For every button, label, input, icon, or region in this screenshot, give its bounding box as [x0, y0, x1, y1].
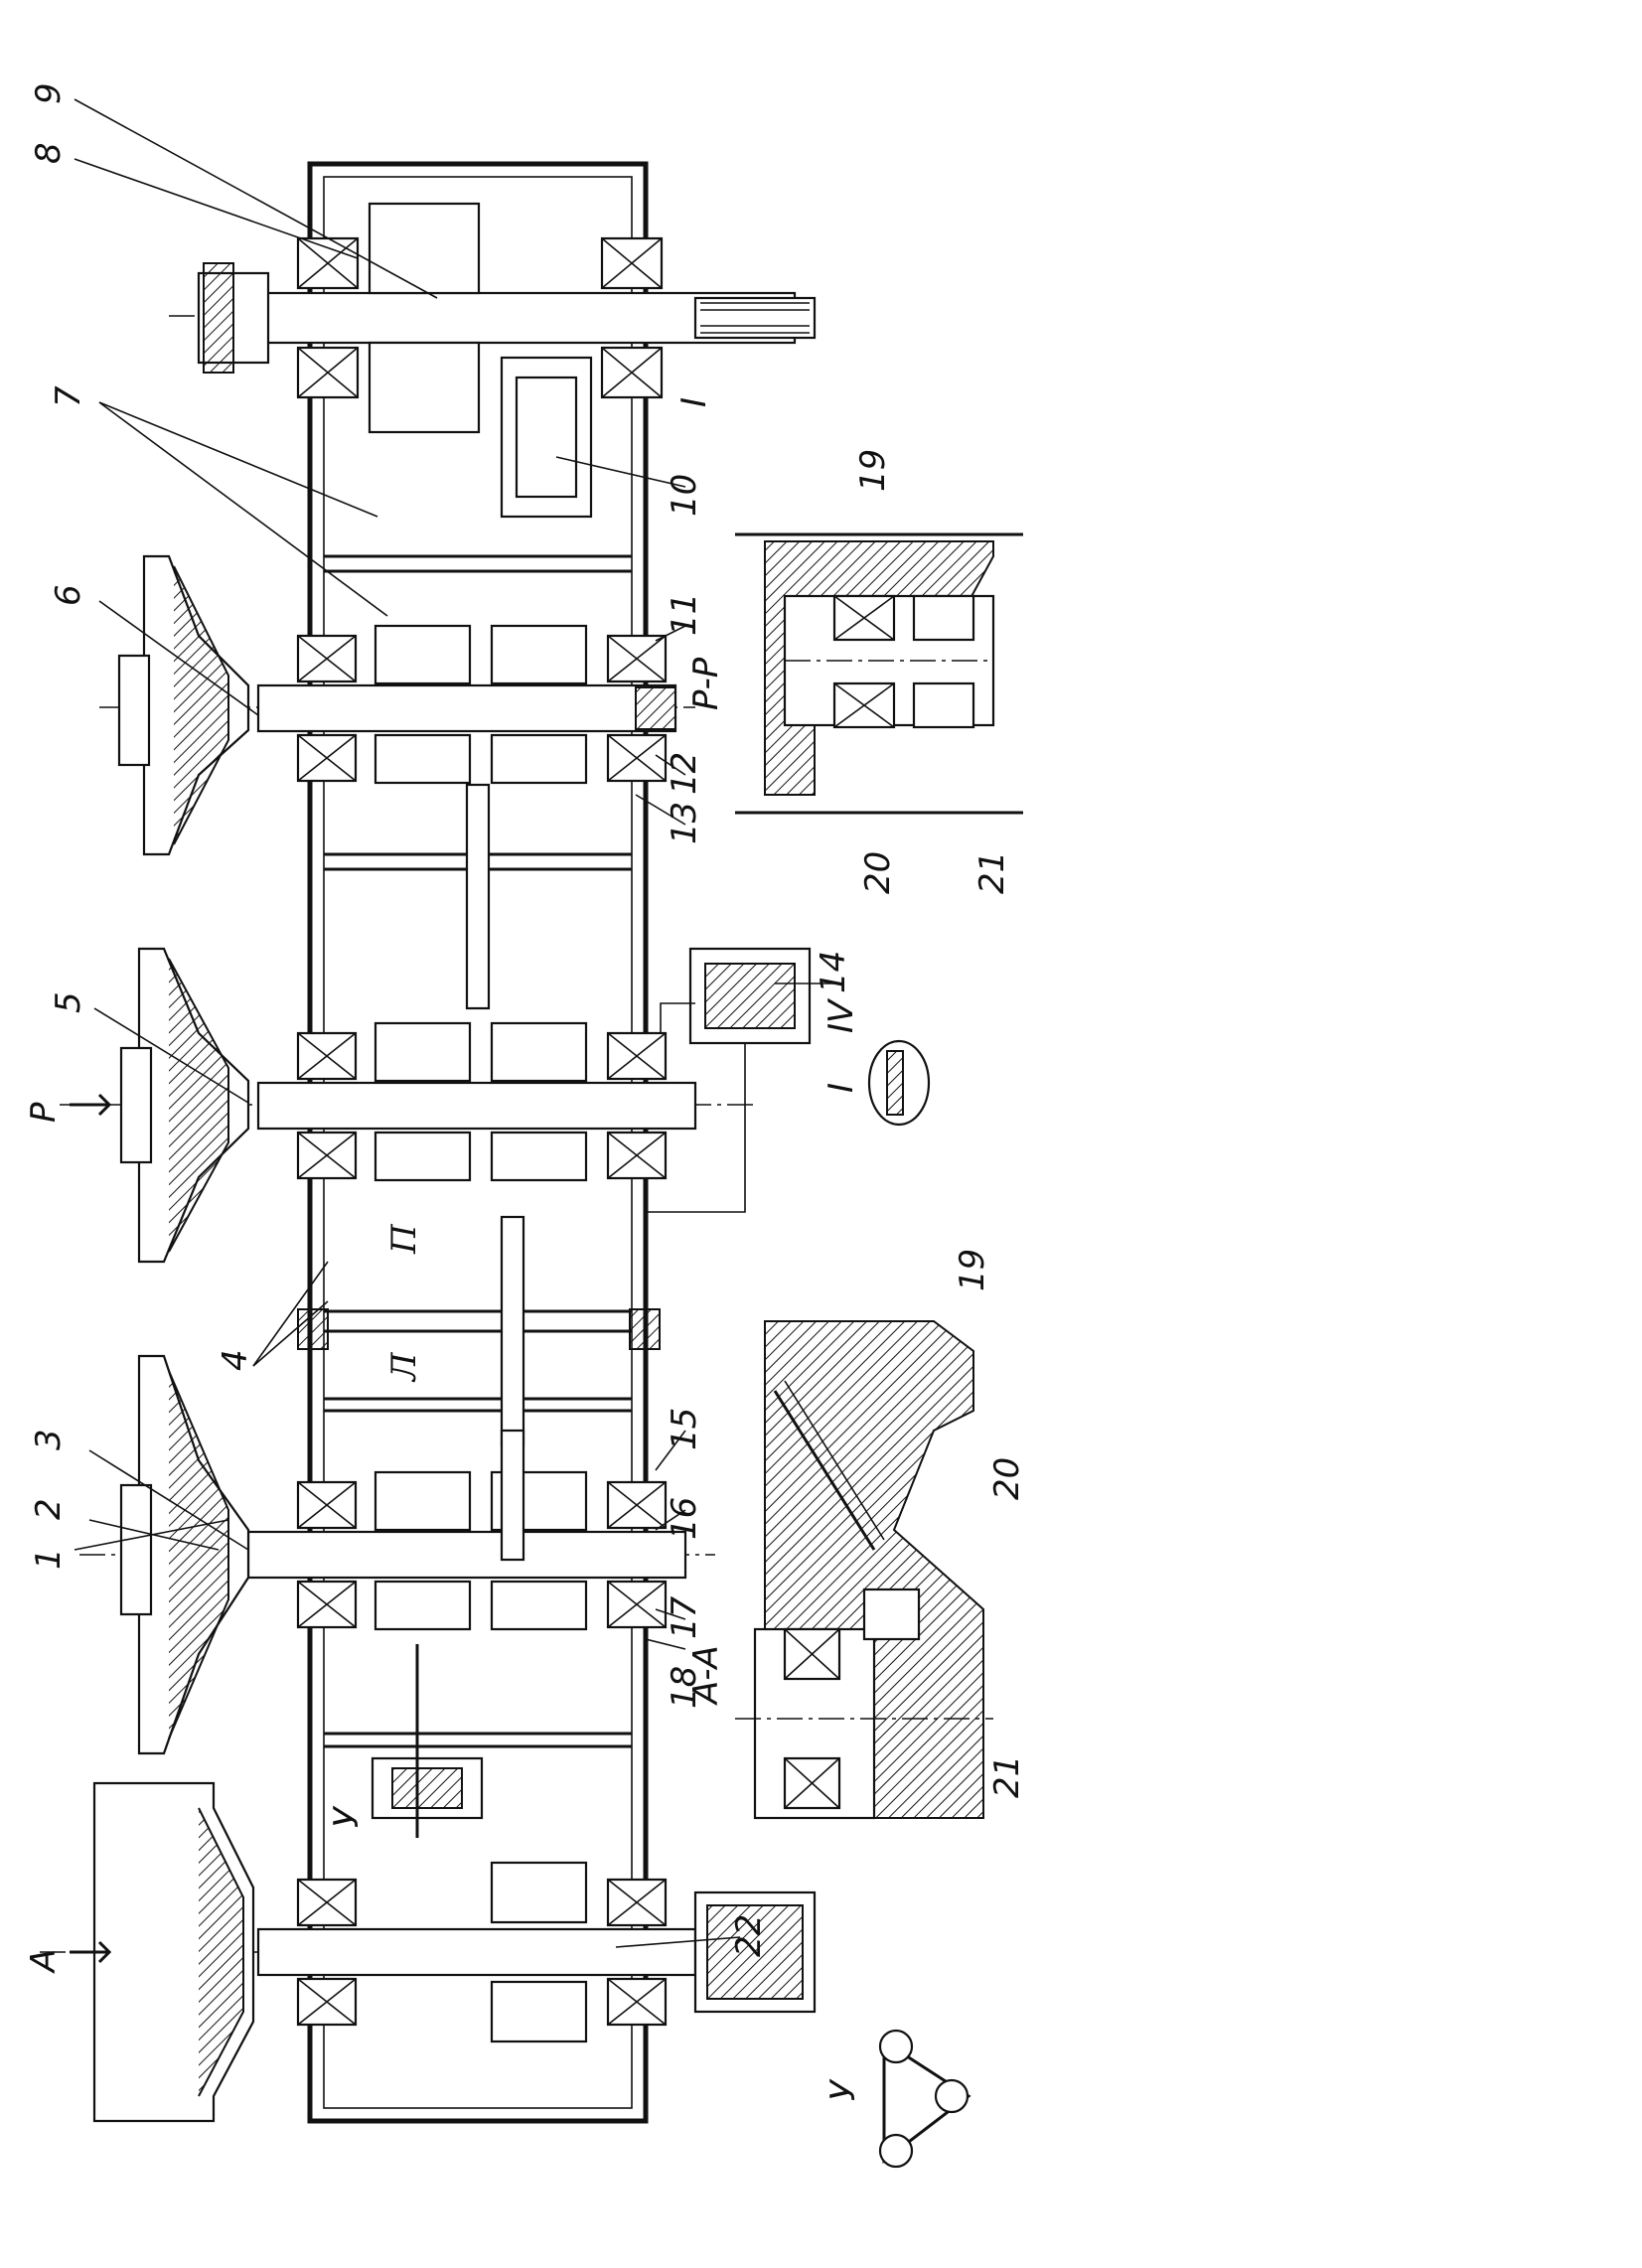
callout-19-pp: 19: [853, 449, 893, 492]
callout-21-aa: 21: [987, 1755, 1027, 1798]
leader-lines: [74, 98, 839, 1948]
detail-i-iv: [867, 1039, 931, 1127]
cut-y-marker: У: [327, 1805, 367, 1828]
view-y: [878, 2029, 971, 2169]
callout-20-aa: 20: [987, 1457, 1027, 1500]
shaft-top: [169, 202, 817, 519]
zone-right: П: [384, 1223, 424, 1255]
shift-rails: [465, 783, 525, 1562]
zone-left: Л: [384, 1351, 424, 1383]
cut-p-marker: Р: [24, 1102, 64, 1123]
detail-i-label: I: [821, 1083, 861, 1093]
callout-15: 15: [665, 1408, 704, 1450]
cut-a-arrow: [70, 1940, 112, 1964]
shaft-3: [79, 1354, 715, 1755]
callout-11: 11: [665, 593, 704, 636]
callout-8: 8: [29, 142, 69, 164]
callout-5: 5: [49, 991, 88, 1013]
callout-7: 7: [49, 385, 88, 407]
callout-14: 14: [814, 951, 853, 993]
section-a-a-label: А-А: [686, 1645, 726, 1706]
callout-1: 1: [29, 1548, 69, 1570]
callout-17: 17: [665, 1595, 704, 1639]
cut-p-arrow: [70, 1093, 112, 1117]
callout-21-pp: 21: [972, 851, 1012, 894]
callout-16: 16: [665, 1497, 704, 1540]
callout-18: 18: [665, 1666, 704, 1709]
detail-iv-label: IV: [821, 997, 861, 1033]
section-p-p: [735, 532, 1023, 815]
callout-4: 4: [216, 1349, 255, 1371]
section-p-p-label: Р-Р: [686, 657, 726, 710]
callout-6: 6: [49, 584, 88, 606]
callout-10: 10: [665, 474, 704, 517]
section-a-a: [735, 1320, 993, 1820]
view-y-label: У: [823, 2078, 863, 2101]
shaft-5: [60, 947, 812, 1264]
callout-9: 9: [29, 82, 69, 104]
callout-3: 3: [29, 1429, 69, 1450]
callout-2: 2: [29, 1498, 69, 1520]
shaft-bottom: [40, 1644, 817, 2123]
callout-19-aa: 19: [953, 1249, 992, 1291]
cut-a-marker: А: [24, 1949, 64, 1974]
callout-22: 22: [729, 1914, 769, 1957]
callout-20-pp: 20: [858, 851, 898, 894]
callout-13: 13: [665, 802, 704, 844]
detail-i-main-marker: I: [674, 397, 714, 407]
shaft-6: [99, 554, 695, 856]
callout-12: 12: [665, 752, 704, 795]
